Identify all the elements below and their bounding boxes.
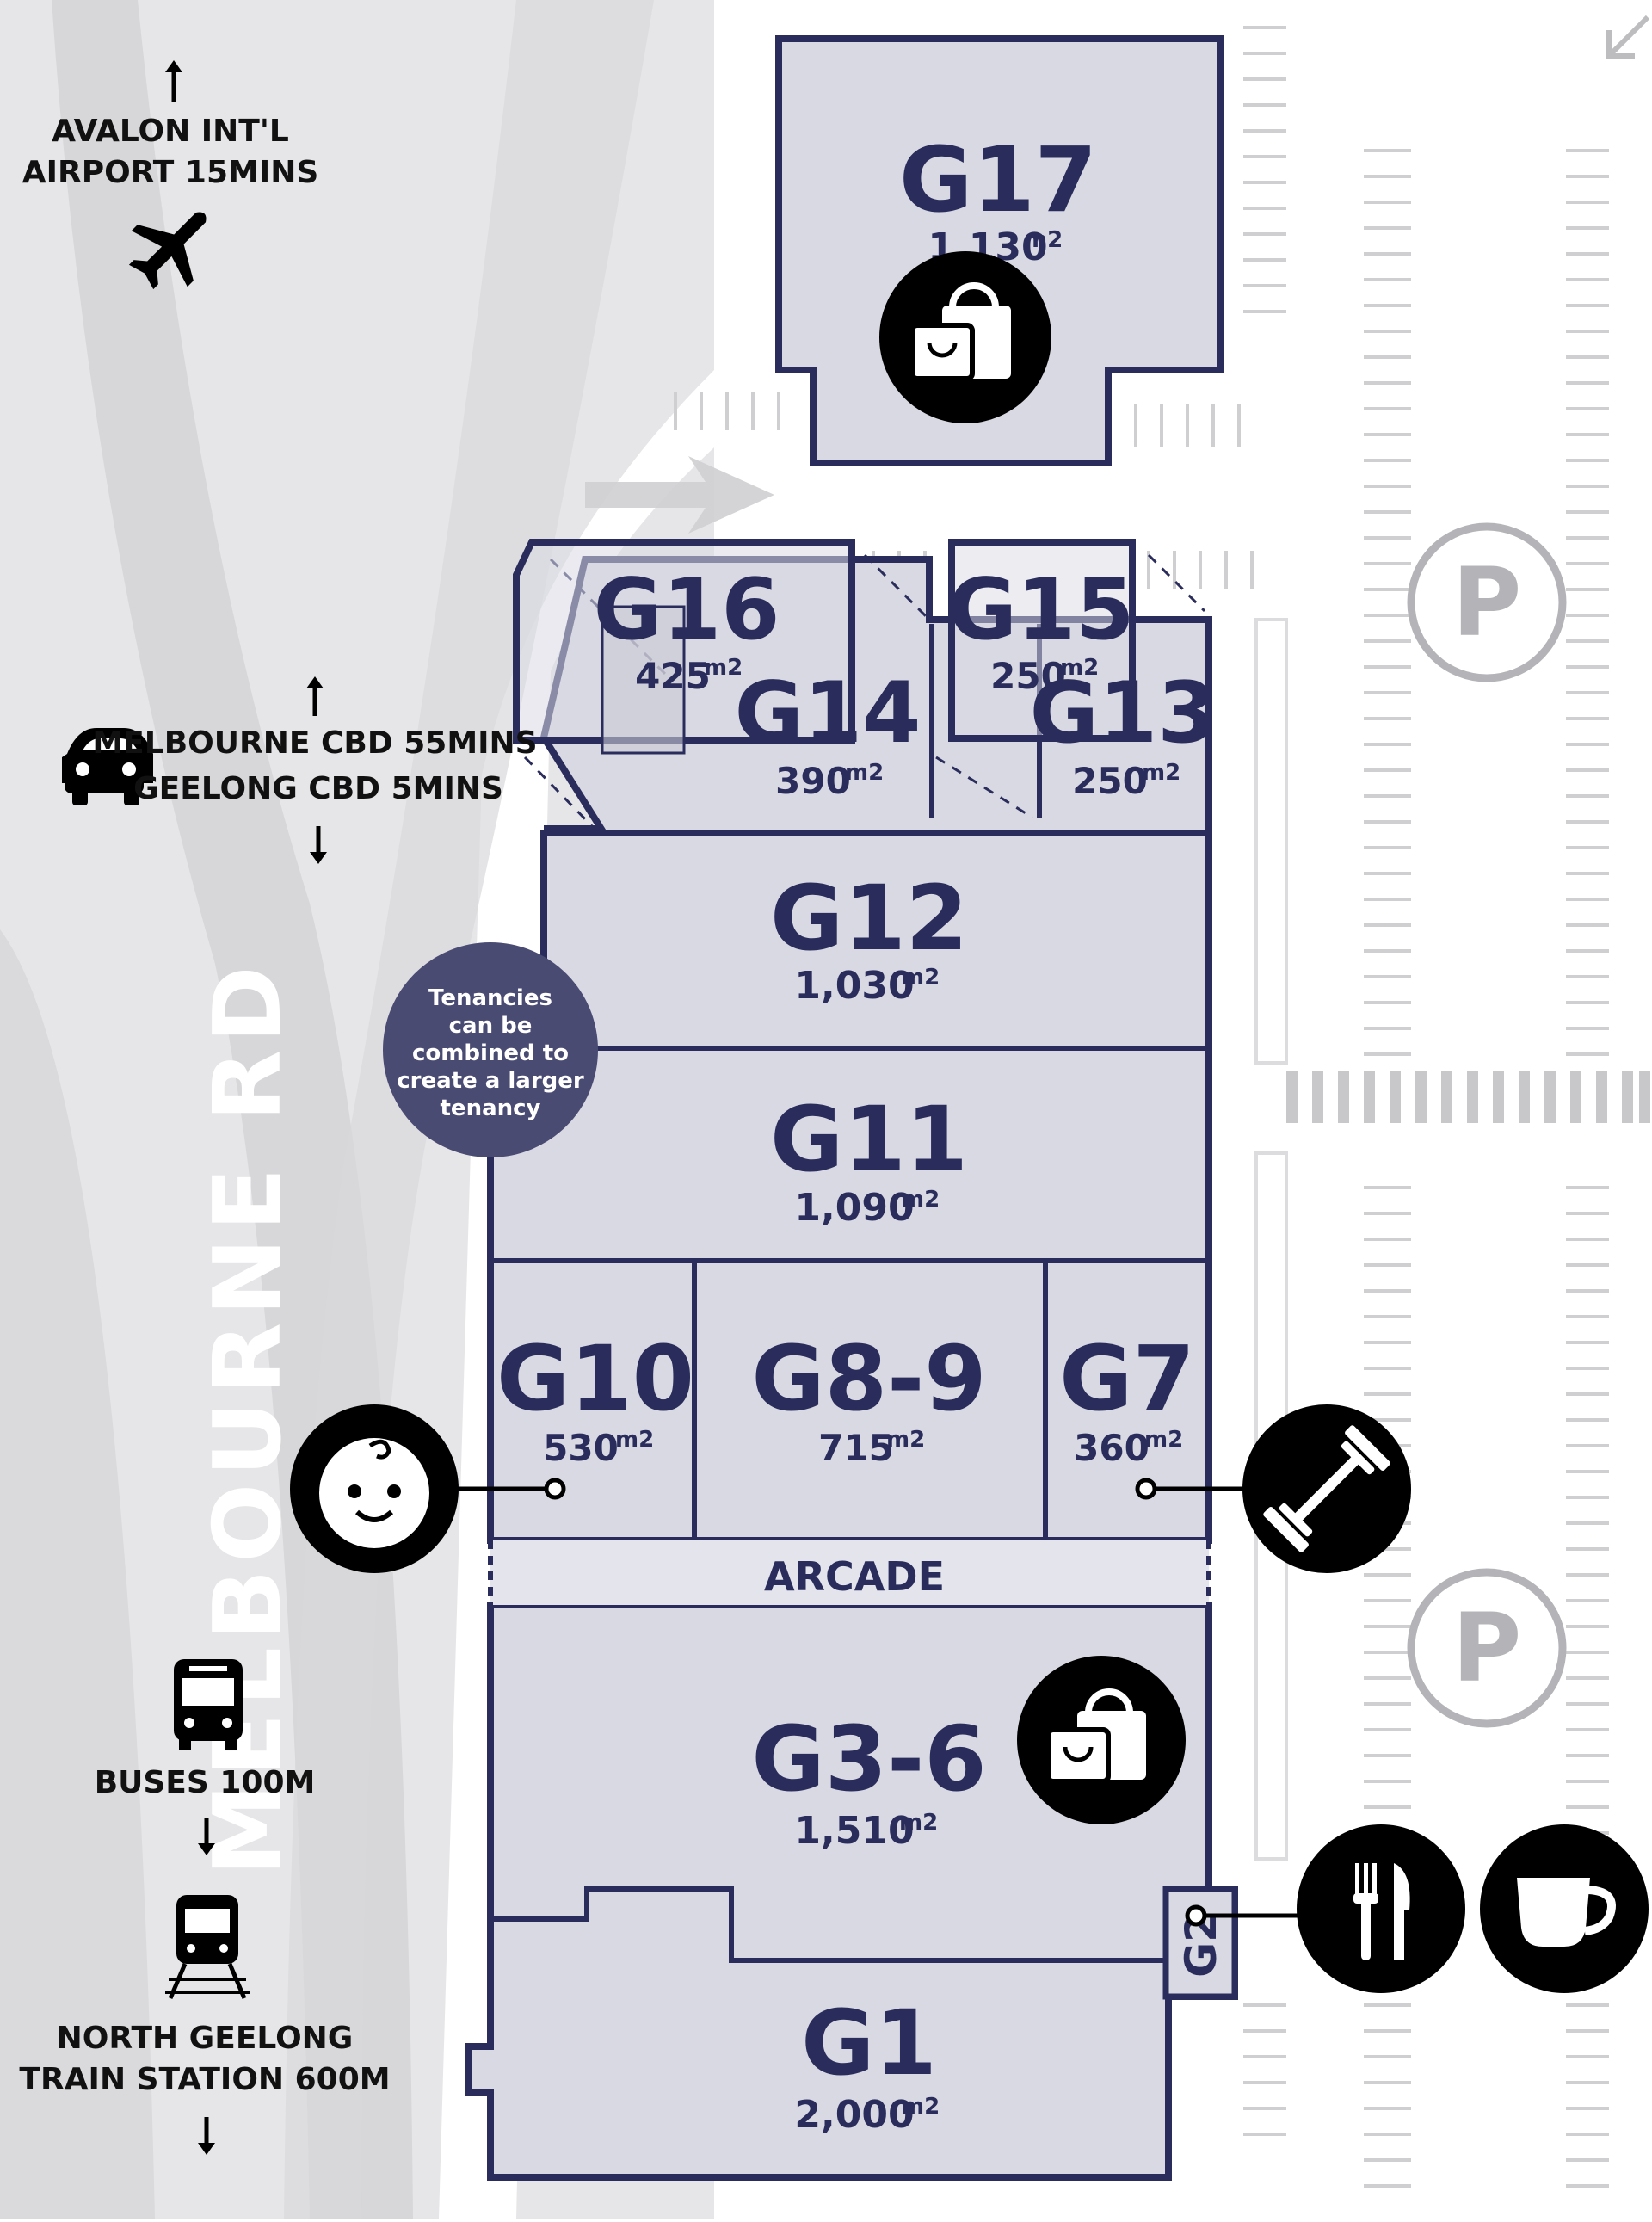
combine-tenancies-callout: Tenancies can be combined to create a la… — [383, 942, 598, 1157]
tenancy-area: 250 — [990, 655, 1066, 697]
tenancy-area: 425 — [635, 655, 711, 697]
arrow-down-icon — [198, 1818, 215, 1855]
arcade-label: ARCADE — [764, 1553, 945, 1600]
tenancy-code: G7 — [1059, 1326, 1195, 1431]
train-icon — [165, 1895, 250, 1999]
car-icon — [62, 728, 153, 805]
arrow-down-icon — [198, 2117, 215, 2155]
tenancy-code: G16 — [594, 561, 780, 659]
tenancy-code: G10 — [496, 1326, 694, 1431]
building-g15 — [948, 539, 1136, 742]
area-unit: m2 — [1060, 655, 1099, 681]
shopping-bag-icon — [879, 251, 1051, 423]
tenancy-code: G3-6 — [751, 1707, 986, 1812]
svg-text:P: P — [1452, 1593, 1522, 1703]
bus-label: BUSES 100M — [95, 1765, 316, 1800]
direction-car: MELBOURNE CBD 55MINS GEELONG CBD 5MINS — [62, 676, 538, 864]
tenancy-area: 250 — [1072, 760, 1148, 802]
area-unit: m2 — [901, 1187, 940, 1213]
tenancy-code: G12 — [770, 866, 968, 971]
tenancy-area: 1,090 — [794, 1186, 914, 1230]
direction-train: NORTH GEELONG TRAIN STATION 600M — [19, 1895, 391, 2155]
area-unit: m2 — [1142, 760, 1180, 786]
svg-text:Tenancies: Tenancies — [428, 985, 552, 1011]
tenancy-g14[interactable]: G14 390 m2 — [735, 664, 922, 802]
tenancy-area: 390 — [775, 760, 851, 802]
tenancy-g7[interactable]: G7 360 m2 — [1059, 1326, 1195, 1469]
tenancy-g8-9[interactable]: G8-9 715 m2 — [751, 1326, 986, 1469]
tenancy-g2[interactable]: G2 — [1162, 1886, 1238, 2000]
tenancy-area: 530 — [543, 1427, 619, 1469]
tenancy-g3-6[interactable]: G3-6 1,510 m2 — [751, 1707, 986, 1853]
train-label-line2: TRAIN STATION 600M — [19, 2062, 390, 2097]
building-g16 — [513, 539, 855, 755]
baby-icon — [290, 1404, 459, 1573]
tenancy-g10[interactable]: G10 530 m2 — [496, 1326, 694, 1469]
plane-icon — [128, 212, 206, 290]
tenancy-code: G14 — [735, 664, 922, 762]
parking-stalls — [674, 26, 1609, 2188]
svg-text:create a larger: create a larger — [397, 1068, 584, 1094]
svg-text:can be: can be — [449, 1013, 533, 1039]
tenancy-g13[interactable]: G13 250 m2 — [1030, 664, 1217, 802]
area-unit: m2 — [901, 2094, 940, 2120]
area-unit: m2 — [704, 655, 743, 681]
airport-label-line2: AIRPORT 15MINS — [22, 155, 319, 190]
shopping-bag-icon — [1017, 1656, 1186, 1824]
tenancy-code: G13 — [1030, 664, 1217, 762]
direction-airport: AVALON INT'L AIRPORT 15MINS — [22, 60, 319, 290]
tenancy-g1[interactable]: G1 2,000 m2 — [794, 1991, 940, 2137]
car-label-line2: GEELONG CBD 5MINS — [133, 771, 503, 806]
bus-icon — [174, 1659, 243, 1750]
tenancy-g16[interactable]: G16 425 m2 — [594, 561, 780, 697]
area-unit: m2 — [901, 965, 940, 991]
tenancy-g12[interactable]: G12 1,030 m2 — [770, 866, 968, 1008]
tenancy-area: 1,030 — [794, 964, 914, 1008]
area-unit: m2 — [1144, 1427, 1183, 1453]
tenancy-area: 1,510 — [794, 1809, 914, 1853]
tenancy-code: G15 — [948, 561, 1135, 659]
arcade-passage: ARCADE — [488, 1540, 1211, 1605]
crossing-stripes — [1286, 1071, 1650, 1123]
cutlery-icon — [1297, 1824, 1465, 1993]
parking-badge: P — [1407, 1568, 1567, 1728]
tenancy-code: G11 — [770, 1087, 968, 1192]
tenancy-g15[interactable]: G15 250 m2 — [948, 561, 1135, 697]
parking-badge: P — [1407, 522, 1567, 682]
traffic-arrow-icon — [585, 456, 774, 534]
corner-arrow-icon — [1606, 15, 1650, 59]
arrow-up-icon — [165, 60, 182, 102]
airport-label-line1: AVALON INT'L — [52, 114, 289, 149]
train-label-line1: NORTH GEELONG — [57, 2021, 354, 2056]
tenancy-code: G8-9 — [751, 1326, 986, 1431]
area-unit: m2 — [615, 1427, 654, 1453]
svg-text:tenancy: tenancy — [441, 1096, 541, 1121]
area-unit: m2 — [886, 1427, 925, 1453]
direction-bus: BUSES 100M — [95, 1659, 316, 1855]
connector-dot — [544, 1478, 1207, 1927]
arrow-down-icon — [310, 826, 327, 864]
tenancy-code: G1 — [801, 1991, 937, 2095]
tenancy-area: 360 — [1074, 1427, 1150, 1469]
svg-text:combined to: combined to — [412, 1040, 569, 1066]
arrow-up-icon — [306, 676, 324, 716]
parking-islands — [1254, 618, 1288, 1861]
tenancy-code: G17 — [899, 127, 1097, 232]
area-unit: m2 — [1024, 227, 1063, 253]
area-unit: m2 — [899, 1810, 938, 1836]
coffee-cup-icon — [1480, 1824, 1649, 1993]
car-label-line1: MELBOURNE CBD 55MINS — [92, 725, 537, 761]
area-unit: m2 — [845, 760, 884, 786]
tenancy-g11[interactable]: G11 1,090 m2 — [770, 1087, 968, 1230]
tenancy-area: 2,000 — [794, 2093, 914, 2137]
tenancy-area: 715 — [818, 1427, 894, 1469]
dumbbell-icon — [1242, 1404, 1411, 1573]
svg-text:P: P — [1452, 547, 1522, 657]
